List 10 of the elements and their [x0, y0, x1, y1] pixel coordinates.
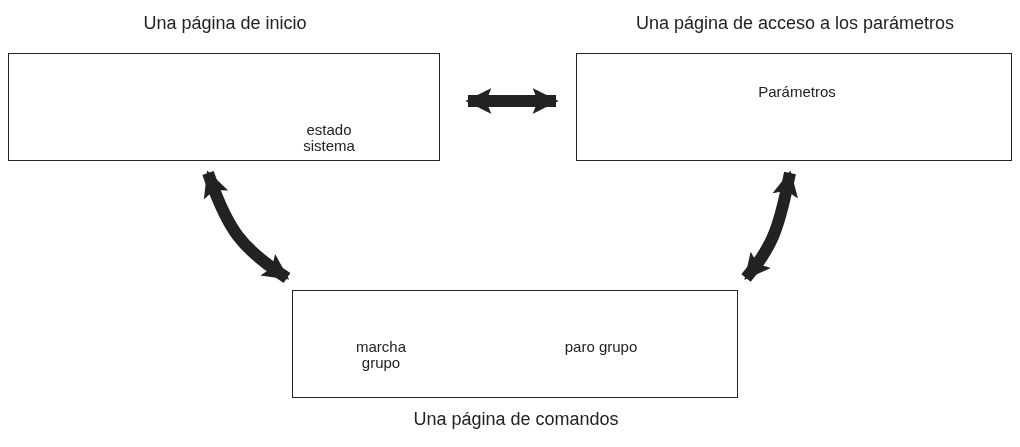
function-label: Parámetros	[757, 84, 837, 100]
double-arrow	[202, 170, 291, 283]
page-title: Una página de inicio	[142, 13, 308, 33]
double-arrow	[465, 88, 559, 114]
function-label: estado sistema	[302, 122, 356, 154]
double-arrow	[741, 170, 798, 282]
function-label: marcha grupo	[355, 339, 407, 371]
function-label: paro grupo	[563, 339, 639, 355]
page-title: Una página de comandos	[412, 409, 620, 429]
page-title: Una página de acceso a los parámetros	[634, 13, 956, 33]
